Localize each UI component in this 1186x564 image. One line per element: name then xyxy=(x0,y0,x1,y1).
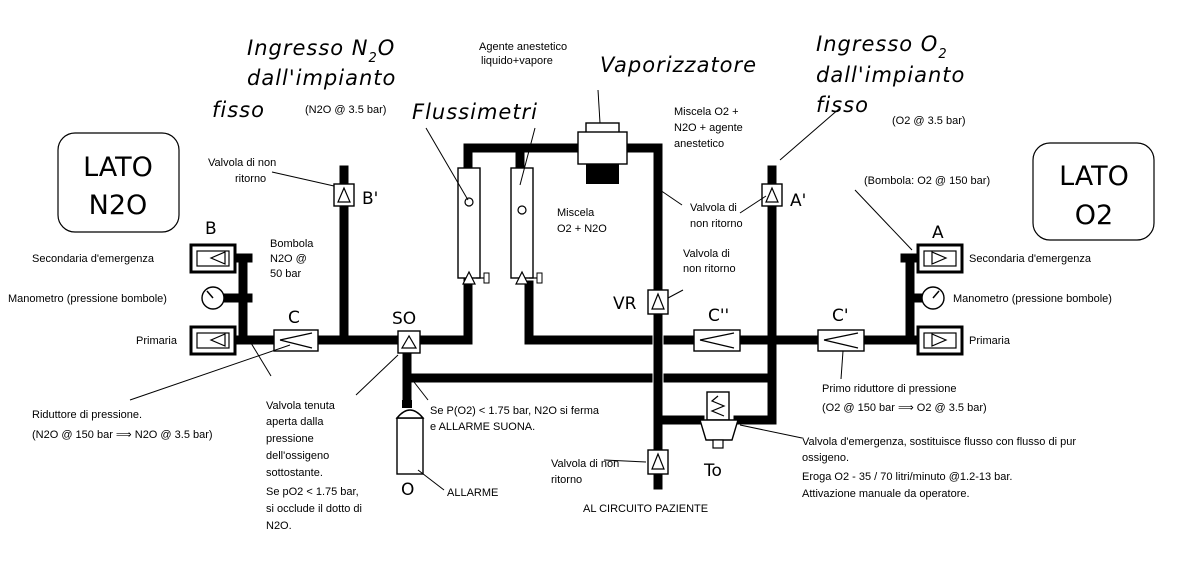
check-valve-vr xyxy=(647,289,669,315)
svg-text:non ritorno: non ritorno xyxy=(683,263,736,275)
pressure-reducer-c-prime xyxy=(817,329,865,352)
svg-text:N2O @: N2O @ xyxy=(270,253,307,265)
svg-text:Eroga O2 - 35 / 70 litri/minut: Eroga O2 - 35 / 70 litri/minuto @1.2-13 … xyxy=(802,471,1013,483)
check-valve-b-prime xyxy=(333,183,355,207)
svg-text:(O2 @ 150 bar ⟹ O2 @ 3.5 bar): (O2 @ 150 bar ⟹ O2 @ 3.5 bar) xyxy=(822,402,987,414)
svg-text:aperta dalla: aperta dalla xyxy=(266,416,324,428)
vaporizzatore-title: Vaporizzatore xyxy=(600,53,757,77)
svg-text:dell'ossigeno: dell'ossigeno xyxy=(266,450,329,462)
svg-text:Attivazione manuale da operato: Attivazione manuale da operatore. xyxy=(802,488,970,500)
cylinder-secondary-left xyxy=(189,243,237,274)
svg-text:Riduttore di pressione.: Riduttore di pressione. xyxy=(32,409,142,421)
svg-text:e ALLARME SUONA.: e ALLARME SUONA. xyxy=(430,421,535,433)
check-valve-bottom xyxy=(647,435,669,490)
svg-text:fisso: fisso xyxy=(816,93,869,117)
svg-text:non ritorno: non ritorno xyxy=(690,218,743,230)
pressure-reducer-c xyxy=(273,329,319,352)
svg-text:fisso: fisso xyxy=(212,98,265,122)
svg-text:ALLARME: ALLARME xyxy=(447,487,498,499)
valvola-left-2: ritorno xyxy=(235,173,266,185)
svg-text:To: To xyxy=(703,461,722,481)
cylinder-secondary-right xyxy=(916,243,964,274)
manometer-right xyxy=(921,286,945,310)
lato-n2o-line2: N2O xyxy=(89,190,148,221)
svg-text:Bombola: Bombola xyxy=(270,238,314,250)
svg-text:Secondaria d'emergenza: Secondaria d'emergenza xyxy=(969,253,1092,265)
ingresso-n2o-title: Ingresso N2O dall'impianto fisso (N2O @ … xyxy=(212,36,396,122)
o2-pressure: (O2 @ 3.5 bar) xyxy=(892,115,966,127)
svg-text:Valvola di: Valvola di xyxy=(683,248,730,260)
svg-text:B': B' xyxy=(362,189,378,209)
pressure-reducer-c-double xyxy=(693,329,741,352)
agente-line1: Agente anestetico xyxy=(479,41,567,53)
svg-text:Valvola tenuta: Valvola tenuta xyxy=(266,400,336,412)
svg-text:ritorno: ritorno xyxy=(551,474,582,486)
svg-text:Ingresso O2: Ingresso O2 xyxy=(816,32,948,62)
svg-text:AL CIRCUITO PAZIENTE: AL CIRCUITO PAZIENTE xyxy=(583,503,708,515)
svg-text:dall'impianto: dall'impianto xyxy=(247,66,396,90)
svg-text:sottostante.: sottostante. xyxy=(266,467,323,479)
svg-text:Miscela O2 +: Miscela O2 + xyxy=(674,106,739,118)
svg-text:50 bar: 50 bar xyxy=(270,268,302,280)
svg-text:SO: SO xyxy=(392,309,416,329)
svg-text:Valvola di: Valvola di xyxy=(690,202,737,214)
svg-text:Se pO2 < 1.75 bar,: Se pO2 < 1.75 bar, xyxy=(266,486,359,498)
svg-text:A': A' xyxy=(790,191,806,211)
svg-text:Primaria: Primaria xyxy=(136,335,178,347)
svg-text:si occlude il dotto di: si occlude il dotto di xyxy=(266,503,362,515)
svg-text:VR: VR xyxy=(613,294,637,314)
lato-o2-box: LATO O2 xyxy=(1032,142,1155,241)
lato-n2o-line1: LATO xyxy=(83,152,153,183)
svg-text:C: C xyxy=(288,308,300,328)
alarm-o xyxy=(395,400,425,475)
svg-text:(Bombola: O2 @ 150 bar): (Bombola: O2 @ 150 bar) xyxy=(864,175,990,187)
svg-text:A: A xyxy=(932,223,944,243)
svg-text:Se P(O2) < 1.75 bar, N2O si fe: Se P(O2) < 1.75 bar, N2O si ferma xyxy=(430,405,600,417)
svg-text:Secondaria d'emergenza: Secondaria d'emergenza xyxy=(32,253,155,265)
check-valve-a-prime xyxy=(761,183,783,207)
svg-text:C'': C'' xyxy=(708,306,729,326)
vaporizer xyxy=(577,122,628,184)
svg-text:Manometro (pressione bombole): Manometro (pressione bombole) xyxy=(8,293,167,305)
lato-n2o-box: LATO N2O xyxy=(57,132,180,233)
svg-text:O2 + N2O: O2 + N2O xyxy=(557,223,607,235)
svg-text:pressione: pressione xyxy=(266,433,314,445)
valvola-left-1: Valvola di non xyxy=(208,157,276,169)
svg-text:Primaria: Primaria xyxy=(969,335,1011,347)
flowmeter-2 xyxy=(510,167,543,285)
notes: Agente anestetico liquido+vapore Valvola… xyxy=(8,41,1112,532)
svg-text:Miscela: Miscela xyxy=(557,207,595,219)
svg-text:N2O + agente: N2O + agente xyxy=(674,122,743,134)
ingresso-o2-title: Ingresso O2 dall'impianto fisso (O2 @ 3.… xyxy=(816,32,966,127)
svg-text:ossigeno.: ossigeno. xyxy=(802,452,849,464)
lato-o2-line1: LATO xyxy=(1059,161,1129,192)
svg-text:C': C' xyxy=(832,306,849,326)
component-letters: B B' C SO O VR C'' C' A' A To xyxy=(205,189,944,500)
svg-text:Primo riduttore di pressione: Primo riduttore di pressione xyxy=(822,383,957,395)
cylinder-primary-left xyxy=(189,325,237,356)
svg-text:(N2O @ 150 bar ⟹ N2O @ 3.5 bar: (N2O @ 150 bar ⟹ N2O @ 3.5 bar) xyxy=(32,429,213,441)
svg-text:anestetico: anestetico xyxy=(674,138,724,150)
svg-text:O: O xyxy=(401,480,414,500)
svg-text:Manometro (pressione bombole): Manometro (pressione bombole) xyxy=(953,293,1112,305)
emergency-valve-to xyxy=(699,391,739,449)
svg-text:Ingresso N2O: Ingresso N2O xyxy=(247,36,395,66)
leader-lines xyxy=(129,89,913,491)
flussimetri-title: Flussimetri xyxy=(412,100,538,124)
lato-o2-line2: O2 xyxy=(1075,200,1113,231)
n2o-pressure: (N2O @ 3.5 bar) xyxy=(305,104,386,116)
svg-text:Valvola d'emergenza, sostituis: Valvola d'emergenza, sostituisce flusso … xyxy=(802,436,1076,448)
agente-line2: liquido+vapore xyxy=(481,55,553,67)
svg-text:N2O.: N2O. xyxy=(266,520,292,532)
flowmeter-1 xyxy=(457,167,490,285)
svg-text:dall'impianto: dall'impianto xyxy=(816,63,965,87)
svg-text:B: B xyxy=(205,219,217,239)
cylinder-primary-right xyxy=(916,325,964,356)
svg-text:Valvola di non: Valvola di non xyxy=(551,458,619,470)
shutoff-valve-so xyxy=(397,330,421,354)
manometer-left xyxy=(201,286,225,310)
